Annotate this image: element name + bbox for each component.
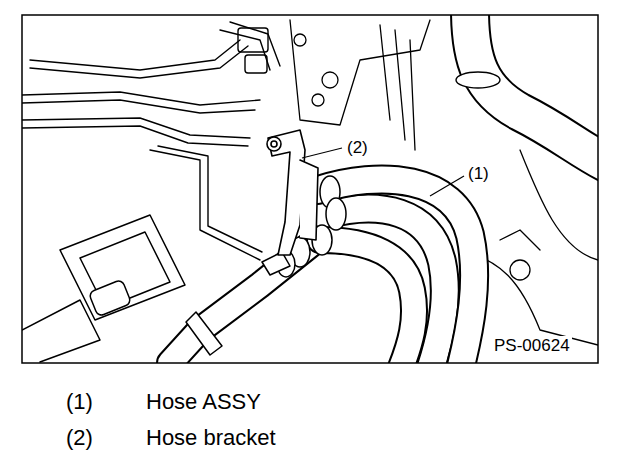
legend-number: (1) bbox=[66, 389, 93, 414]
legend-number: (2) bbox=[66, 425, 93, 450]
figure-code: PS-00624 bbox=[492, 336, 572, 356]
callout-number: (1) bbox=[466, 164, 491, 184]
callout-number: (2) bbox=[345, 138, 370, 158]
part-name: Hose ASSY bbox=[146, 389, 261, 414]
part-name: Hose bracket bbox=[146, 425, 276, 450]
